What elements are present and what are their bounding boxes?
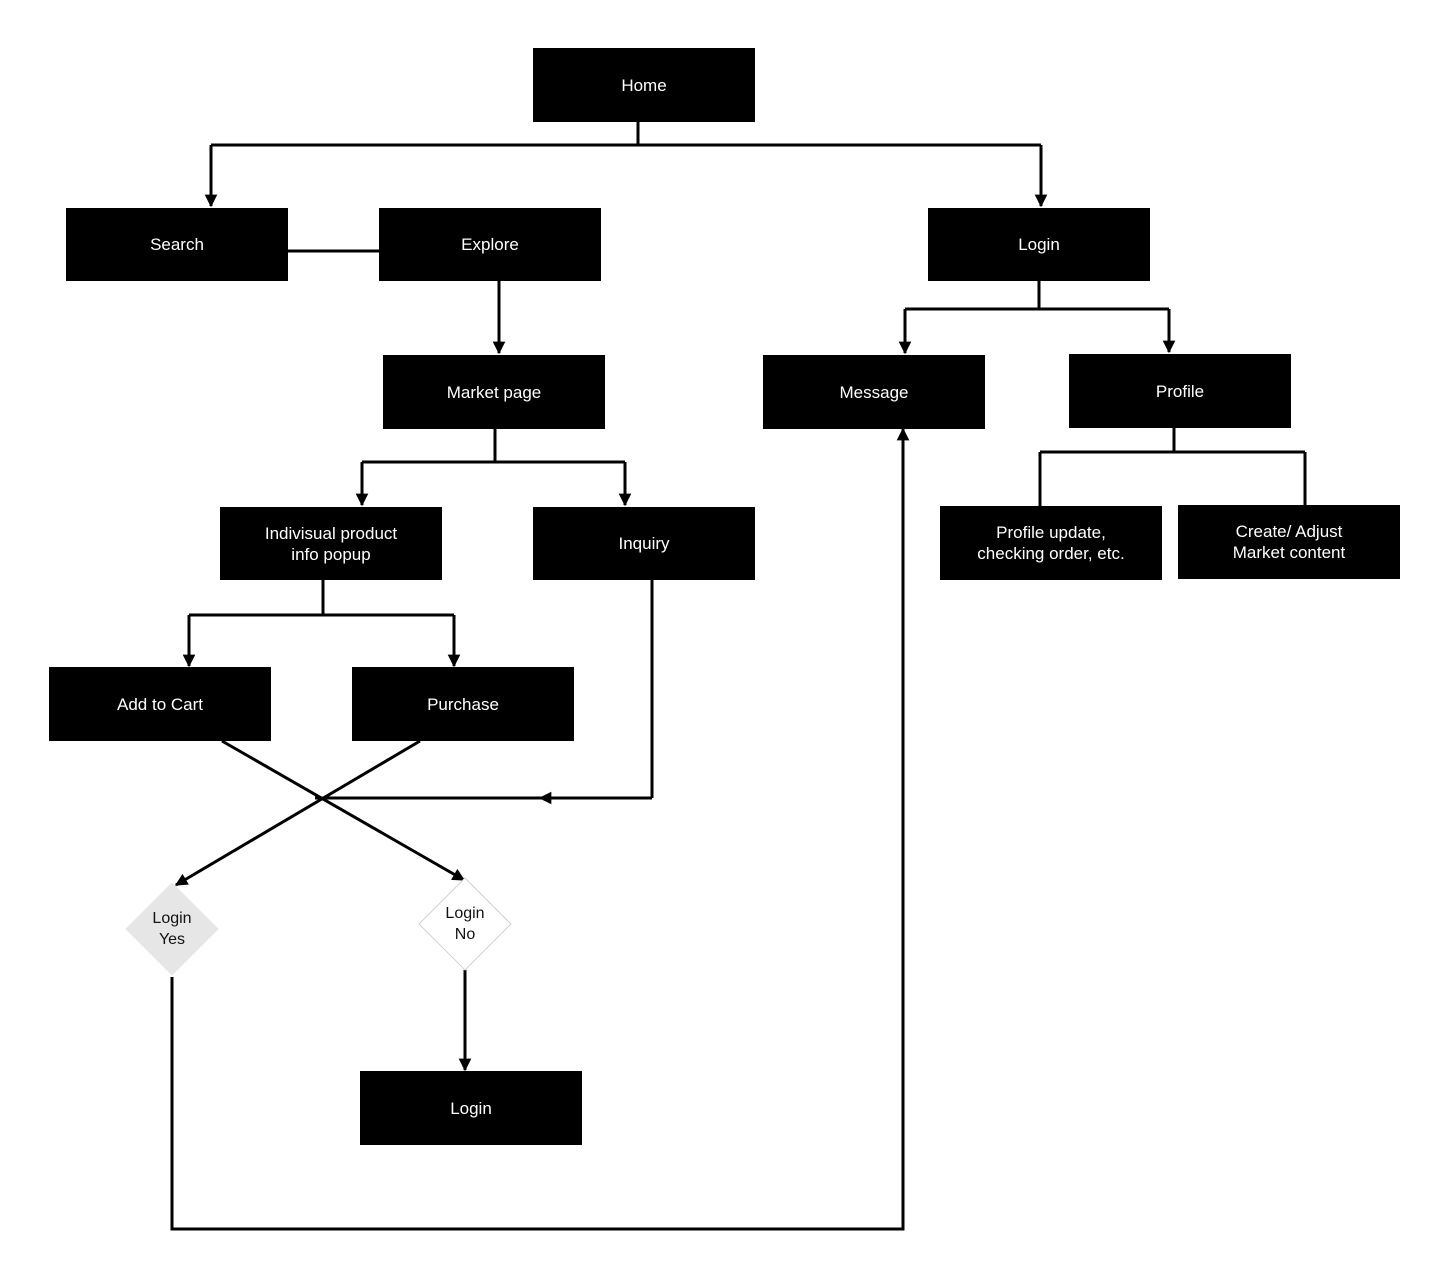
message-node: Message	[763, 355, 985, 429]
connector-purchase-login-yes	[174, 739, 421, 887]
login-yes-label: Login Yes	[152, 910, 192, 948]
market-page-node: Market page	[383, 355, 605, 429]
search-node: Search	[66, 208, 288, 281]
product-popup-node: Indivisual product info popup	[220, 507, 442, 580]
login-yes-decision: Login Yes	[125, 882, 219, 976]
create-adjust-node: Create/ Adjust Market content	[1178, 505, 1400, 579]
home-node: Home	[533, 48, 755, 122]
profile-update-node: Profile update, checking order, etc.	[940, 506, 1162, 580]
profile-node: Profile	[1069, 354, 1291, 428]
inquiry-node: Inquiry	[533, 507, 755, 580]
login-no-decision: Login No	[418, 877, 512, 971]
connector-cart-login-no	[221, 739, 466, 882]
explore-node: Explore	[379, 208, 601, 281]
login-bottom-node: Login	[360, 1071, 582, 1145]
connector-login-yes-message	[170, 427, 910, 1231]
purchase-node: Purchase	[352, 667, 574, 741]
login-no-label: Login No	[445, 905, 485, 943]
login-top-node: Login	[928, 208, 1150, 281]
add-to-cart-node: Add to Cart	[49, 667, 271, 741]
